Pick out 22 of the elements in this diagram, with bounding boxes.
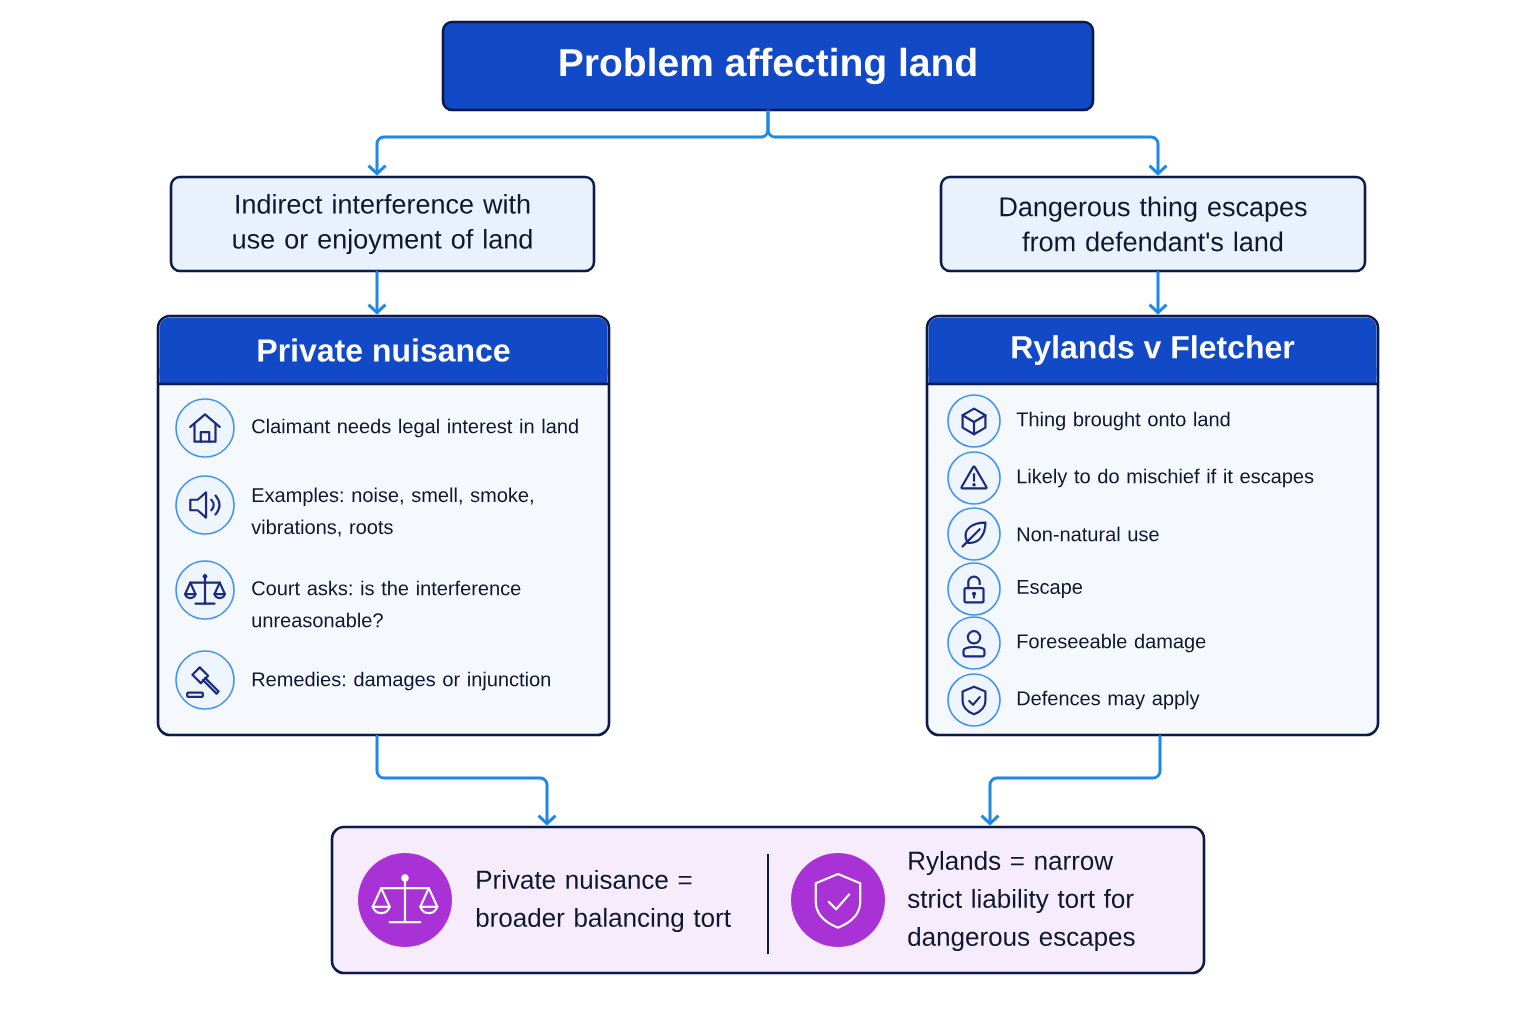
arrow [980, 734, 1162, 826]
arrow [766, 109, 1168, 176]
header-bar: Rylands v Fletcher [927, 317, 1378, 386]
list-item: Likely to do mischief if it escapes [1017, 468, 1314, 488]
list-item: Examples: noise, smell, smoke, vibrations, roots [251, 487, 533, 537]
summary-text: Rylands = narrow strict liability tort for dangerous escapes [907, 850, 1135, 952]
list-item: Court asks: is the interference unreasonable? [252, 580, 521, 628]
summary-text: Private nuisance = broader balancing tort [476, 869, 731, 933]
list-item: Claimant needs legal interest in land [252, 418, 578, 438]
list-item: Thing brought onto land [1016, 411, 1230, 431]
process-box: Dangerous thing escapes from defendant's land [939, 175, 1367, 273]
arrow [375, 734, 557, 826]
list-item: Non-natural use [1017, 526, 1159, 542]
list-item: Foreseeable damage [1017, 633, 1206, 653]
process-box: Indirect interference with use or enjoyment of land [169, 175, 596, 273]
header-bar: Private nuisance [158, 317, 609, 386]
list-item: Escape [1017, 580, 1082, 598]
arrow [1148, 270, 1168, 315]
title-box: Problem affecting land [441, 20, 1095, 112]
list-item: Remedies: damages or injunction [252, 671, 550, 691]
list-item: Defences may apply [1017, 690, 1200, 710]
arrow [367, 270, 387, 315]
